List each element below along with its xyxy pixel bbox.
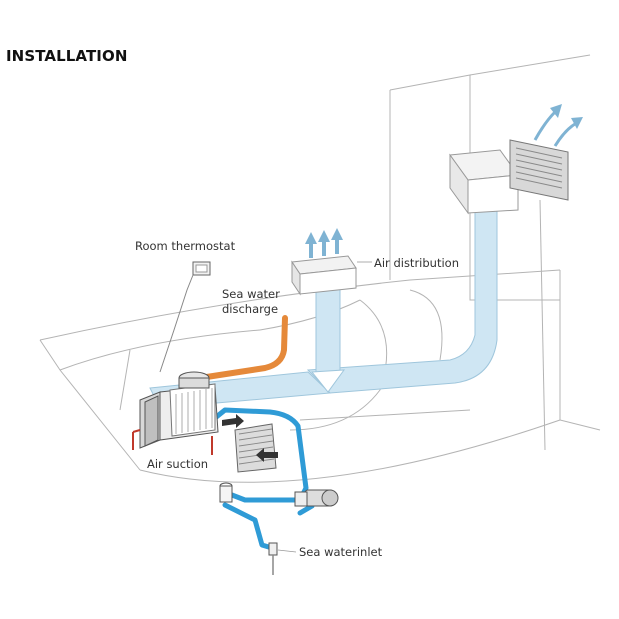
ac-unit xyxy=(132,371,219,455)
discharge-pipe xyxy=(197,315,288,381)
sea-water-pump xyxy=(294,489,339,507)
hull-outline xyxy=(39,54,601,483)
air-suction-grille xyxy=(222,414,278,473)
thermostat xyxy=(159,261,211,373)
air-suction-label: Air suction xyxy=(147,457,209,471)
page-title: INSTALLATION xyxy=(6,47,128,65)
upper-air-grille xyxy=(509,104,583,201)
sea-water-inlet-valve xyxy=(268,542,278,575)
room-thermostat-label: Room thermostat xyxy=(135,239,236,253)
air-distribution-box xyxy=(291,228,357,393)
sea-water-discharge-label-line2: discharge xyxy=(222,302,279,316)
air-distribution-label: Air distribution xyxy=(374,256,459,270)
strainer xyxy=(219,482,233,503)
wall-plenum xyxy=(449,149,519,215)
sea-water-discharge-label-line1: Sea water xyxy=(222,287,280,301)
leader-lines xyxy=(277,261,372,553)
sea-water-inlet-label: Sea waterinlet xyxy=(299,545,383,559)
